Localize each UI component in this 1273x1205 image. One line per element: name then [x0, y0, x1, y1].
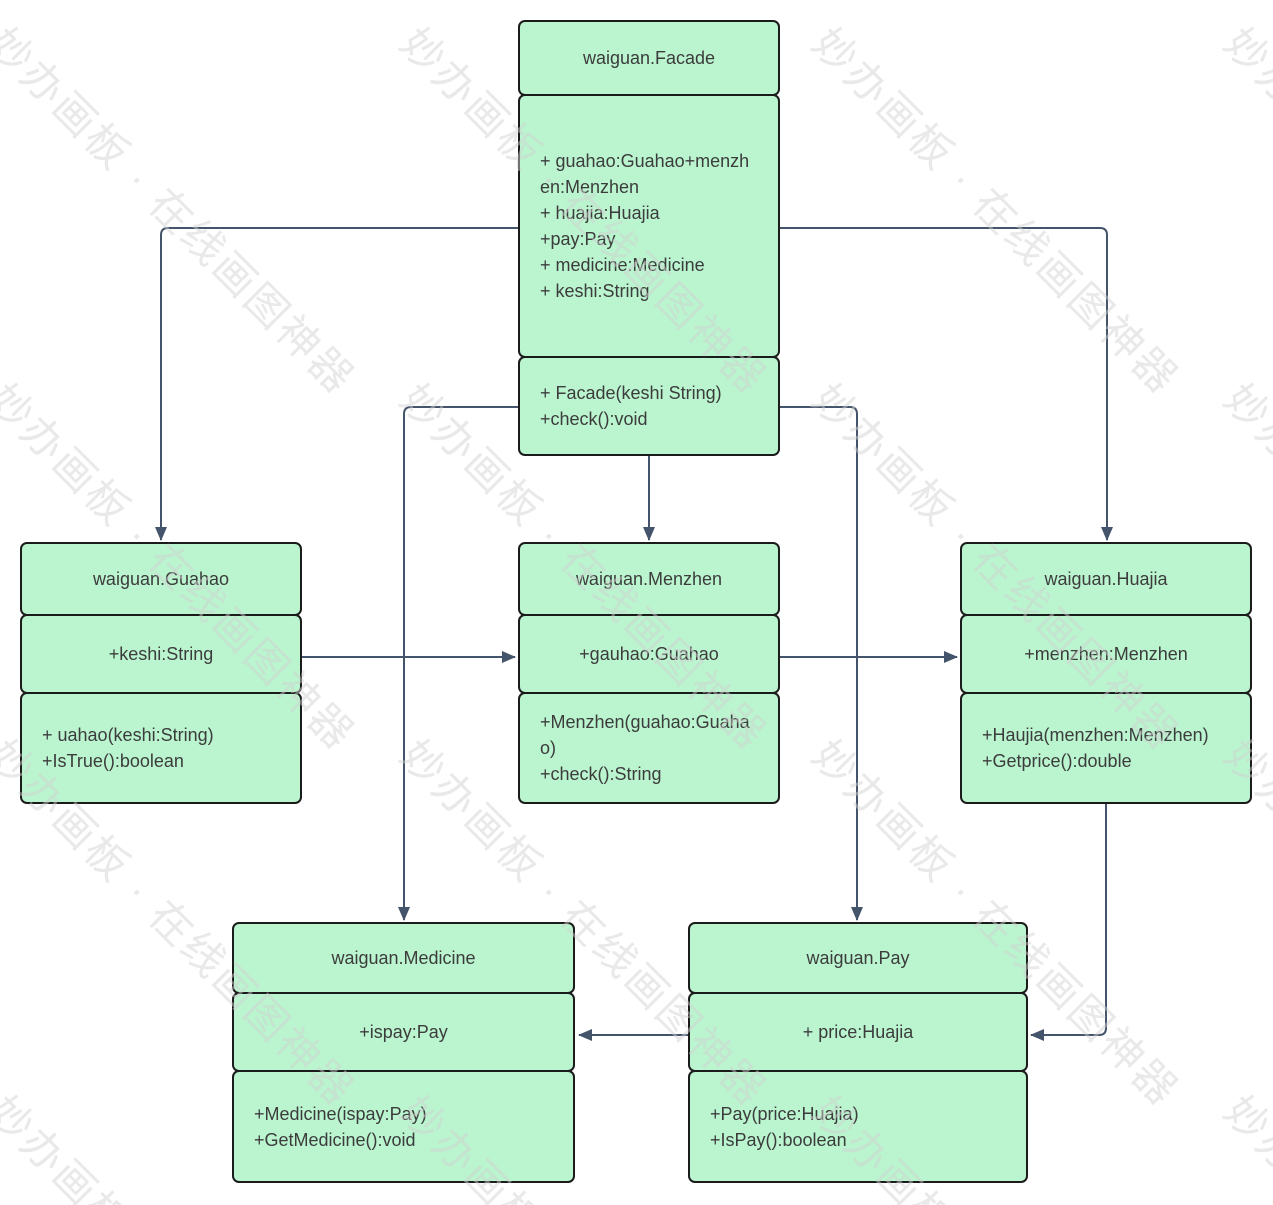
class-methods-section: + uahao(keshi:String) +IsTrue():boolean [20, 692, 302, 804]
class-methods-section: +Medicine(ispay:Pay) +GetMedicine():void [232, 1070, 575, 1183]
class-methods-section: +Pay(price:Huajia) +IsPay():boolean [688, 1070, 1028, 1183]
class-title: waiguan.Facade [518, 20, 780, 96]
class-attributes-section: +menzhen:Menzhen [960, 614, 1252, 694]
class-attribute: +gauhao:Guahao [579, 644, 719, 664]
class-attributes-section: + guahao:Guahao+menzhen:Menzhen + huajia:… [518, 94, 780, 358]
class-method: + uahao(keshi:String) [42, 725, 214, 745]
class-method: +IsTrue():boolean [42, 751, 184, 771]
class-methods-section: +Menzhen(guahao:Guahao) +check():String [518, 692, 780, 804]
class-title-label: waiguan.Menzhen [575, 568, 723, 589]
class-attributes-section: +keshi:String [20, 614, 302, 694]
class-method: +check():void [540, 409, 648, 429]
connector-huajia-pay[interactable] [1030, 804, 1107, 1041]
class-method: +Haujia(menzhen:Menzhen) [982, 725, 1209, 745]
connector-facade-guahao[interactable] [155, 227, 518, 541]
connector-facade-huajia[interactable] [780, 227, 1113, 541]
class-methods-section: +Haujia(menzhen:Menzhen) +Getprice():doub… [960, 692, 1252, 804]
class-title-label: waiguan.Pay [806, 947, 910, 968]
class-method: +check():String [540, 764, 662, 784]
class-title: waiguan.Huajia [960, 542, 1252, 616]
class-attribute: + medicine:Medicine [540, 255, 705, 275]
class-method: +GetMedicine():void [254, 1129, 416, 1150]
class-method: +Getprice():double [982, 751, 1132, 771]
class-attributes-section: +gauhao:Guahao [518, 614, 780, 694]
class-attributes-section: +ispay:Pay [232, 992, 575, 1072]
class-attribute: + guahao:Guahao+menzhen:Menzhen [540, 151, 750, 197]
class-title-label: waiguan.Guahao [92, 568, 230, 589]
class-title: waiguan.Menzhen [518, 542, 780, 616]
class-attribute: + huajia:Huajia [540, 203, 660, 223]
class-attribute: +pay:Pay [540, 229, 616, 249]
class-attribute: +ispay:Pay [359, 1022, 448, 1042]
class-method: + Facade(keshi String) [540, 383, 722, 403]
class-title-label: waiguan.Facade [582, 47, 716, 68]
class-title: waiguan.Pay [688, 922, 1028, 994]
class-method: +Menzhen(guahao:Guahao) [540, 712, 750, 758]
connector-facade-pay[interactable] [780, 406, 863, 921]
class-attribute: +keshi:String [108, 644, 214, 664]
class-attribute: +menzhen:Menzhen [1024, 644, 1188, 664]
class-attribute: + price:Huajia [802, 1022, 914, 1042]
class-method: +Pay(price:Huajia) [710, 1103, 859, 1124]
class-attribute: + keshi:String [540, 281, 650, 301]
class-methods-section: + Facade(keshi String) +check():void [518, 356, 780, 456]
class-title-label: waiguan.Huajia [1044, 568, 1168, 589]
class-title: waiguan.Guahao [20, 542, 302, 616]
connector-facade-medicine[interactable] [398, 406, 518, 921]
class-title: waiguan.Medicine [232, 922, 575, 994]
class-title-label: waiguan.Medicine [331, 947, 476, 968]
class-method: +Medicine(ispay:Pay) [254, 1103, 427, 1124]
class-method: +IsPay():boolean [710, 1129, 847, 1150]
class-attributes-section: + price:Huajia [688, 992, 1028, 1072]
